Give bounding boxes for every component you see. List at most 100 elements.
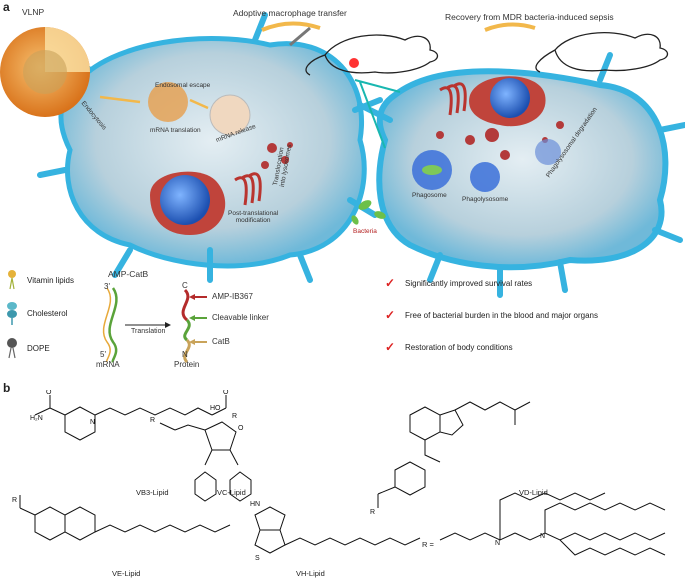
bacteria-label: Bacteria [353,228,377,235]
vd-structure [377,401,531,508]
phagosome-label: Phagosome [412,192,447,199]
linker-pointer-head [189,315,195,321]
bacterium-inside [422,165,442,175]
endosome [148,82,188,122]
svg-text:N: N [540,533,545,540]
dope-icon [7,338,17,359]
degradation-vesicle [535,139,561,165]
mouse-treated [305,34,439,76]
legend-cholesterol-label: Cholesterol [27,308,68,318]
endosomal-escape-label: Endosomal escape [155,82,211,89]
legend-dope: DOPE [5,336,100,360]
svg-text:S: S [255,555,260,562]
benefit-item-2: ✓ Restoration of body conditions [385,336,598,358]
translation-arrowhead [165,322,171,328]
r-group-structure [439,492,666,556]
linker-segment [183,318,191,342]
mrna-label: mRNA [96,360,120,369]
illustration [0,12,685,298]
translation-label: Translation [131,328,166,335]
lipid-legend: Vitamin lipids Cholesterol DOPE [5,268,100,360]
lysosomes-right [436,121,564,160]
atom-labels: H₂N O N O R R HO O R R HN S N N [12,390,545,562]
r-group-label: R = [422,540,434,549]
svg-text:O: O [46,390,52,396]
benefit-text-0: Significantly improved survival rates [405,278,533,288]
injection-site [349,58,359,68]
n-terminus-label: N [182,350,188,359]
svg-text:R: R [370,509,375,516]
phagolysosome [470,162,500,192]
mrna-translation-label: mRNA translation [150,127,201,134]
protein-label: Protein [174,360,200,369]
svg-text:R: R [150,417,155,424]
svg-text:R: R [232,413,237,420]
construct-diagram [102,287,207,364]
svg-text:HO: HO [210,405,221,412]
three-prime-label: 3' [104,282,110,291]
mouse-recovered [535,32,669,73]
macrophage-left [37,12,383,283]
svg-text:N: N [495,540,500,547]
golgi-right [439,82,467,116]
linker-label: Cleavable linker [212,313,269,322]
vd-lipid-label: VD-Lipid [519,488,548,497]
vh-lipid-label: VH-Lipid [296,569,325,578]
svg-text:O: O [238,425,244,432]
benefit-item-0: ✓ Significantly improved survival rates [385,272,598,294]
panel-label-b: b [3,381,11,395]
vc-lipid-label: VC-Lipid [217,488,246,497]
vlnp-particle [0,27,90,117]
post-translational-label: Post-translational modification [228,210,279,225]
svg-text:HN: HN [250,501,260,508]
legend-vitamin-label: Vitamin lipids [27,275,74,285]
mrna-strand [108,287,118,363]
catb-pointer-head [189,339,195,345]
benefit-item-1: ✓ Free of bacterial burden in the blood a… [385,304,598,326]
catb-label: CatB [212,337,230,346]
vc-structure [159,421,252,502]
adoptive-transfer-label: Adoptive macrophage transfer [233,8,347,18]
lipid-structures: H₂N O N O R R HO O R R HN S N N [12,390,666,562]
lysosomes-left [261,142,293,169]
arrow-endocytosis [99,95,141,104]
amp-segment [181,288,190,322]
bacteria-free [351,200,386,225]
svg-text:N: N [90,419,95,426]
panel-label-a: a [3,0,10,14]
arrow-recovery [484,22,536,32]
benefits-list: ✓ Significantly improved survival rates ✓… [385,272,598,358]
amp-label: AMP-IB367 [212,292,253,301]
nucleus-right [469,76,546,127]
legend-cholesterol: Cholesterol [5,298,100,328]
cholesterol-icon [7,302,17,325]
c-terminus-label: C [182,281,188,290]
arrow-escape [189,98,209,110]
macrophage-right [357,52,685,298]
ve-structure [19,495,231,541]
svg-text:O: O [223,390,229,396]
construct-title: AMP-CatB [108,269,149,279]
phagolysosome-label: Phagolysosome [462,196,509,203]
nucleus-left [150,171,226,235]
check-icon: ✓ [385,276,396,290]
benefit-text-2: Restoration of body conditions [405,342,513,352]
vh-structure [254,506,421,554]
svg-text:R: R [12,497,17,504]
vb3-structure [34,395,227,441]
mrna-strand-2 [102,287,112,363]
ve-lipid-label: VE-Lipid [112,569,141,578]
check-icon: ✓ [385,340,396,354]
endosome-released [209,94,251,136]
vb3-lipid-label: VB3-Lipid [136,488,169,497]
connector [354,79,401,149]
amp-pointer-head [189,294,195,300]
arrow-transfer [261,21,321,32]
syringe-icon [289,26,311,47]
benefit-text-1: Free of bacterial burden in the blood an… [405,310,599,320]
svg-text:H₂N: H₂N [30,415,43,422]
legend-dope-label: DOPE [27,343,50,353]
check-icon: ✓ [385,308,396,322]
recovery-label: Recovery from MDR bacteria-induced sepsi… [445,12,614,22]
catb-segment [183,338,191,364]
